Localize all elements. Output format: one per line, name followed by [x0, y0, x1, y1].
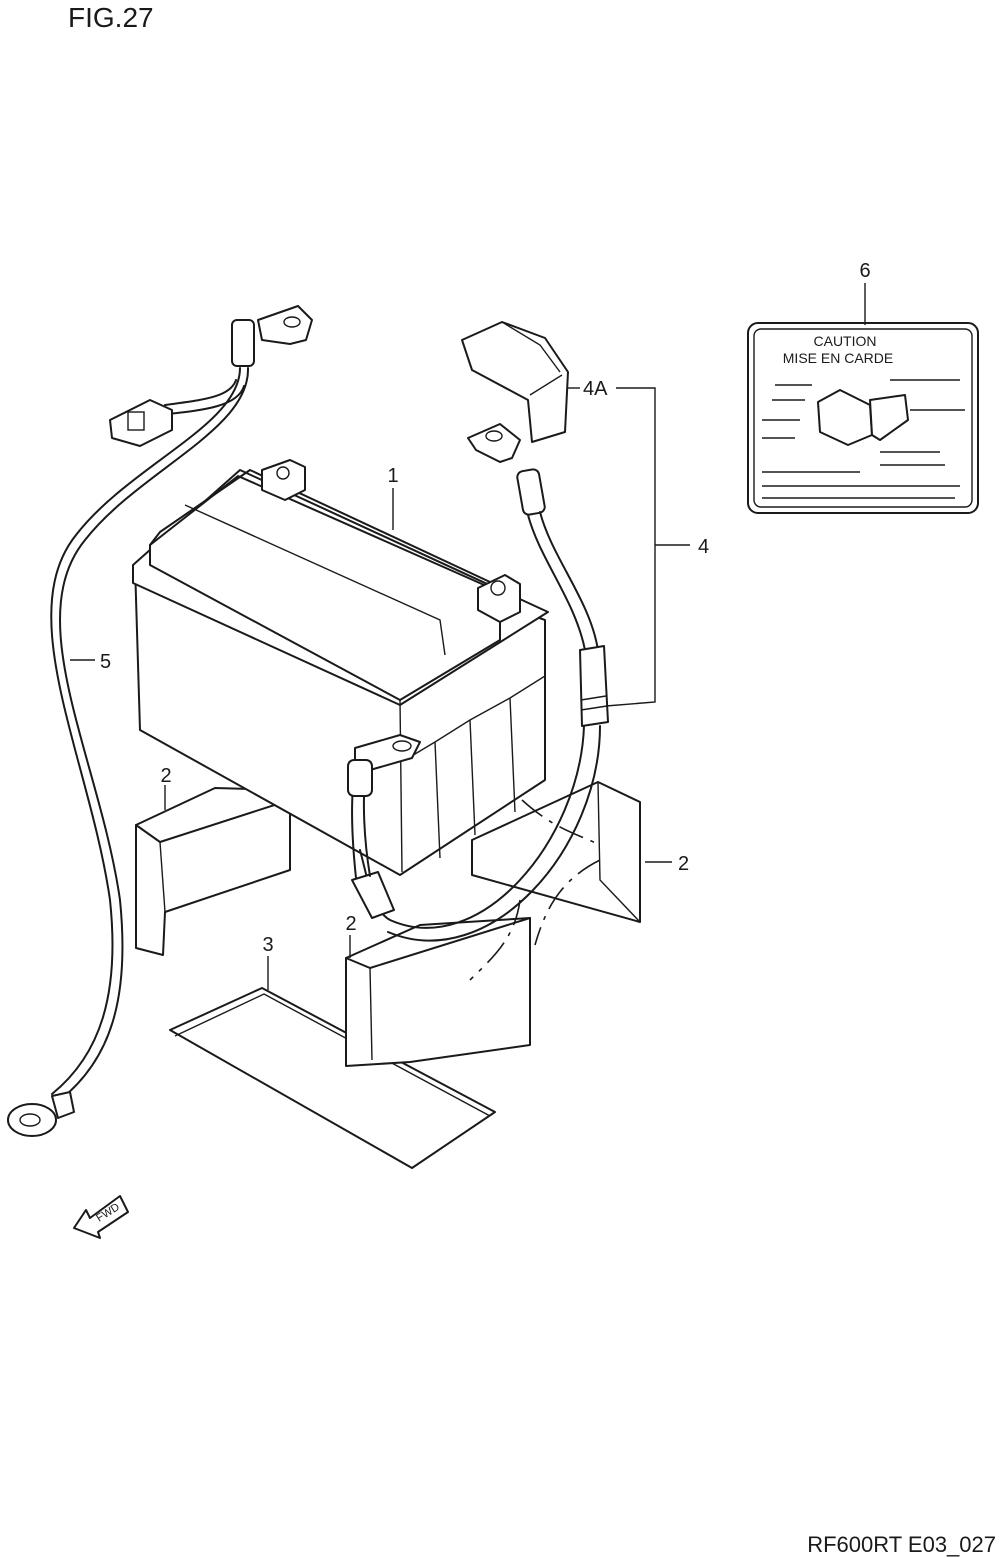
- figure-code: RF600RT E03_027: [807, 1532, 996, 1557]
- part-2-front-pad: [345, 917, 531, 1067]
- figure-title: FIG.27: [68, 2, 154, 33]
- leader-lines: [70, 283, 866, 990]
- part-5-cable: [7, 305, 313, 1137]
- caution-title: CAUTION: [814, 333, 877, 349]
- leader-dashdot: [534, 859, 601, 946]
- part-3-sheet: [169, 987, 496, 1169]
- leader-dashdot: [521, 799, 601, 846]
- callout-3: 3: [262, 934, 273, 956]
- callout-5: 5: [100, 651, 111, 673]
- callout-2-front: 2: [345, 913, 356, 935]
- callout-2-right: 2: [678, 853, 689, 875]
- callout-4: 4: [698, 536, 709, 558]
- part-1-battery: [132, 459, 549, 876]
- callout-6: 6: [859, 260, 870, 282]
- callout-1: 1: [387, 465, 398, 487]
- part-4a-cap: [461, 321, 569, 443]
- callout-2-left: 2: [160, 765, 171, 787]
- part-6-caution-label: CAUTION MISE EN CARDE: [747, 322, 979, 514]
- part-4-cable: [347, 423, 609, 942]
- leader-dashdot: [469, 899, 521, 981]
- part-2-right-pad: [471, 781, 641, 923]
- caution-subtitle: MISE EN CARDE: [783, 350, 893, 366]
- callout-4a: 4A: [583, 378, 608, 400]
- part-2-left-pad: [135, 787, 291, 956]
- fwd-arrow-icon: FWD: [73, 1195, 129, 1239]
